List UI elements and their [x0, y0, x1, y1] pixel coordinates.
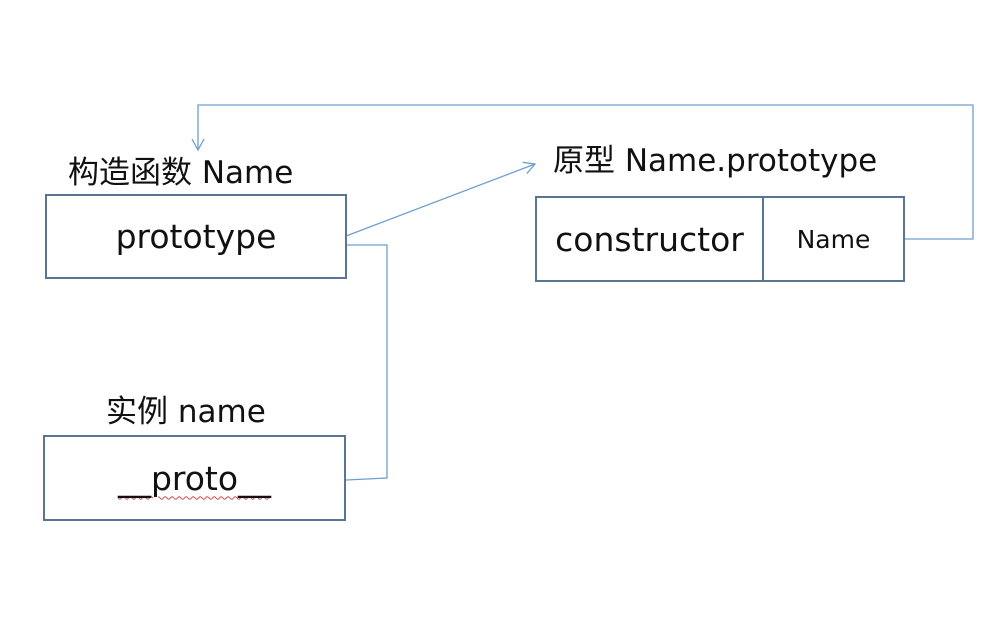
- prototype-constructor-field: constructor: [555, 219, 744, 259]
- instance-proto-text: __proto__: [117, 458, 272, 498]
- constructor-node-title: 构造函数 Name: [68, 155, 294, 191]
- prototype-arrow: [345, 161, 537, 237]
- prototype-field-divider: [762, 198, 764, 280]
- instance-node-title: 实例 name: [106, 394, 266, 430]
- constructor-node-box: prototype: [45, 194, 347, 279]
- prototype-name-field: Name: [796, 224, 871, 254]
- proto-arrow: [310, 238, 388, 481]
- constructor-back-arrow: [191, 104, 974, 240]
- instance-node-box: __proto__: [43, 435, 346, 521]
- instance-proto-field: __proto__: [45, 437, 344, 519]
- prototype-node-box: constructor Name: [535, 196, 905, 282]
- constructor-prototype-field: prototype: [115, 217, 277, 256]
- prototype-node-title: 原型 Name.prototype: [553, 143, 878, 179]
